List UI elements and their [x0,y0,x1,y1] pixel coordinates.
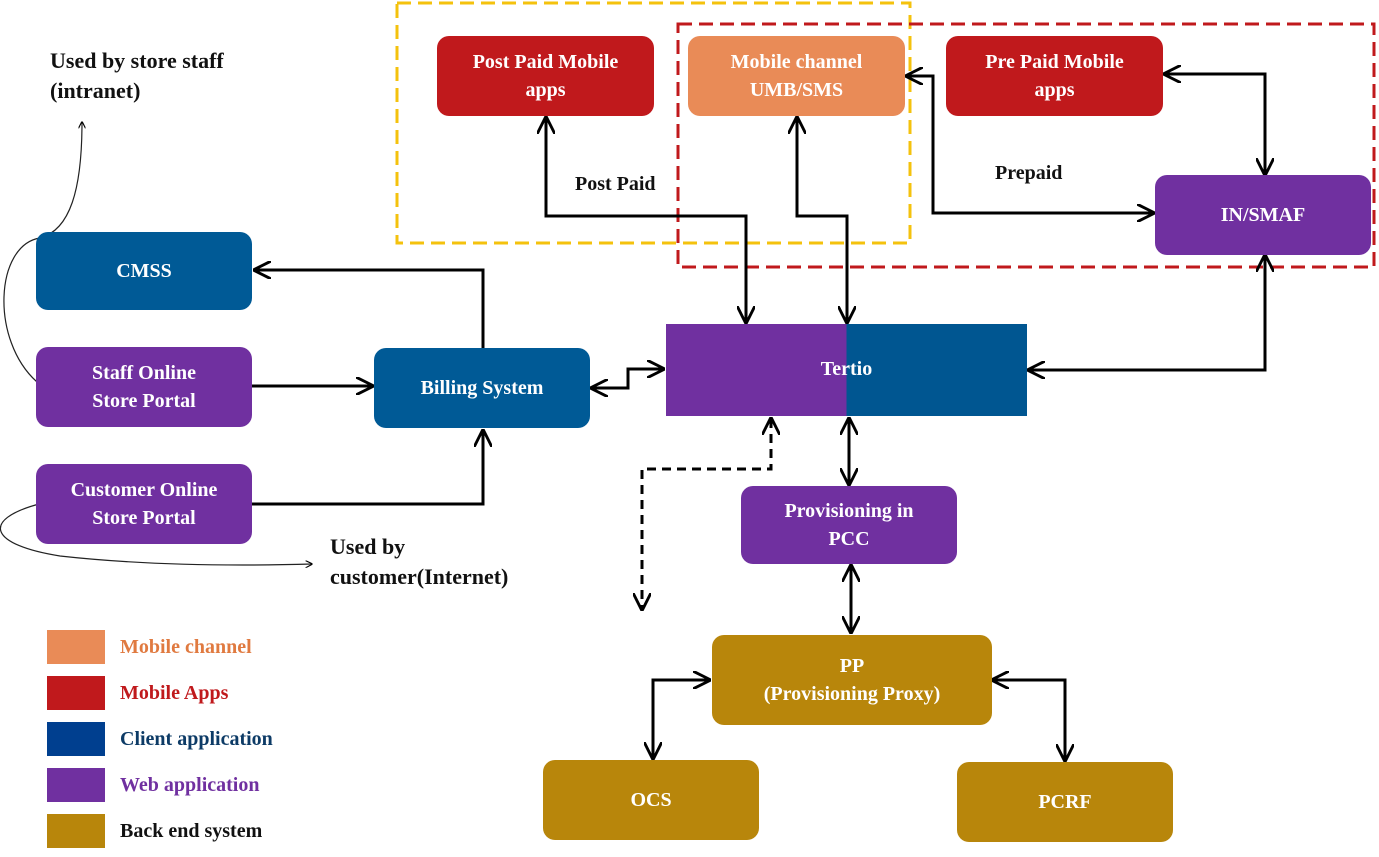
cmss-box: CMSS [36,232,252,310]
pre-paid-mobile-apps-box: Pre Paid Mobile apps [946,36,1163,116]
note-curve-staff [3,122,82,383]
legend-swatch-mobile-apps [47,676,105,710]
pcrf-box: PCRF [957,762,1173,842]
edge-billing-tertio [592,369,663,388]
edge-channel-tertio [797,118,847,322]
note-curve-customer [0,503,312,565]
billing-system-box: Billing System [374,348,590,428]
edge-label-post-paid: Post Paid [575,173,656,195]
tertio-box: Tertio [666,324,1027,416]
edge-billing-cmss [255,270,485,348]
edge-dashed-tertio [642,419,771,609]
edge-prepaid-insmaf [1165,74,1265,174]
legend-swatch-web-application [47,768,105,802]
legend-label-web-application: Web application [120,774,260,796]
legend-swatch-back-end-system [47,814,105,848]
legend-label-mobile-apps: Mobile Apps [120,682,229,704]
edge-insmaf-tertio [1029,256,1265,370]
legend-swatch-mobile-channel [47,630,105,664]
edge-customer-billing [252,431,483,506]
legend-label-client-application: Client application [120,728,273,750]
legend-label-back-end-system: Back end system [120,820,263,842]
pp-provisioning-proxy-box: PP (Provisioning Proxy) [712,635,992,725]
customer-online-store-portal-box: Customer Online Store Portal [36,464,252,544]
edge-pp-pcrf [993,680,1065,760]
note-store-staff: Used by store staff (intranet) [50,48,224,103]
mobile-channel-box: Mobile channel UMB/SMS [688,36,905,116]
edge-label-prepaid: Prepaid [995,162,1063,184]
note-customer: Used by customer(Internet) [330,534,509,589]
edge-postpaid-tertio [546,118,746,322]
provisioning-in-pcc-box: Provisioning in PCC [741,486,957,564]
edge-pp-ocs [653,680,709,758]
ocs-box: OCS [543,760,759,840]
post-paid-mobile-apps-box: Post Paid Mobile apps [437,36,654,116]
staff-online-store-portal-box: Staff Online Store Portal [36,347,252,427]
legend-swatch-client-application [47,722,105,756]
edge-channel-insmaf [907,76,1153,213]
in-smaf-box: IN/SMAF [1155,175,1371,255]
legend-label-mobile-channel: Mobile channel [120,636,252,658]
